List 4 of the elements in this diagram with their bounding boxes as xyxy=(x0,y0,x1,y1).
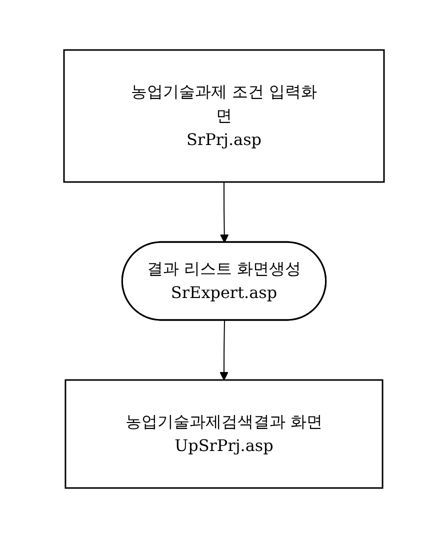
node-box: 농업기술과제검색결과 화면 UpSrPrj.asp xyxy=(64,378,384,488)
arrow xyxy=(220,181,229,242)
arrow xyxy=(220,320,228,380)
node-box: 농업기술과제 조건 입력화면 SrPrj.asp xyxy=(63,48,385,182)
